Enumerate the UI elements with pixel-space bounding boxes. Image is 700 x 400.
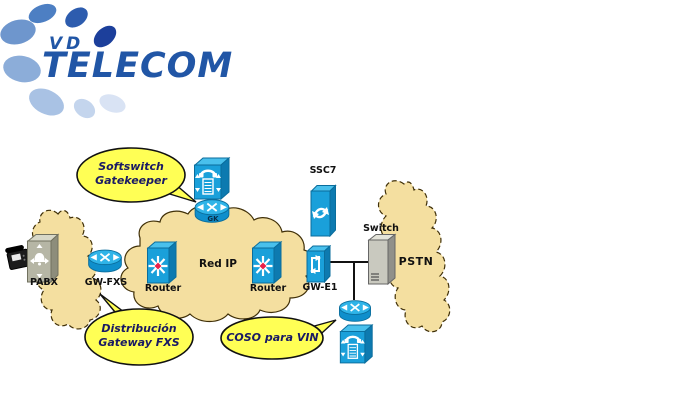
coso-callout-bubble [220,316,337,360]
callout-line: Softswitch [98,160,164,173]
ssc7-label: SSC7 [309,165,337,176]
softswitch-icon [192,156,232,201]
coso-callout-text: COSO para VIN [224,331,321,345]
gw-fxs-label: GW-FXS [84,277,128,288]
pabx-label: PABX [29,277,58,288]
switch-label: Switch [363,223,399,234]
vin-router-icon [336,297,374,325]
gatekeeper-label: GK [207,215,219,223]
distribucion-callout-text: Distribución Gateway FXS [87,322,191,351]
gw-e1-label: GW-E1 [302,282,338,293]
switch-icon [367,233,397,286]
router-left-icon [146,240,178,285]
voice-gateway-icon [338,323,375,364]
logo-telecom-text: TELECOM [42,46,234,86]
callout-line: Gatekeeper [95,174,167,188]
gatekeeper-router-icon [190,196,234,226]
pabx-icon [26,233,60,284]
softswitch-callout-text: Softswitch Gatekeeper [80,160,182,189]
gw-e1-icon [306,244,332,284]
red-ip-label: Red IP [199,258,237,270]
distribucion-callout-bubble [84,293,194,366]
analog-phone-icon [3,240,33,274]
logo-vd-text: VD [49,34,85,54]
softswitch-callout-bubble [76,147,197,203]
router-right-label: Router [249,283,287,294]
callout-line: COSO para VIN [226,331,319,344]
ssc7-icon [310,184,337,238]
router-right-icon [251,240,283,285]
router-left-label: Router [144,283,182,294]
callout-line: Distribución [101,322,177,335]
pstn-label: PSTN [398,255,434,268]
callout-line: Gateway FXS [98,336,180,350]
pstn-cloud [377,180,451,333]
gw-fxs-router-icon [85,246,125,276]
